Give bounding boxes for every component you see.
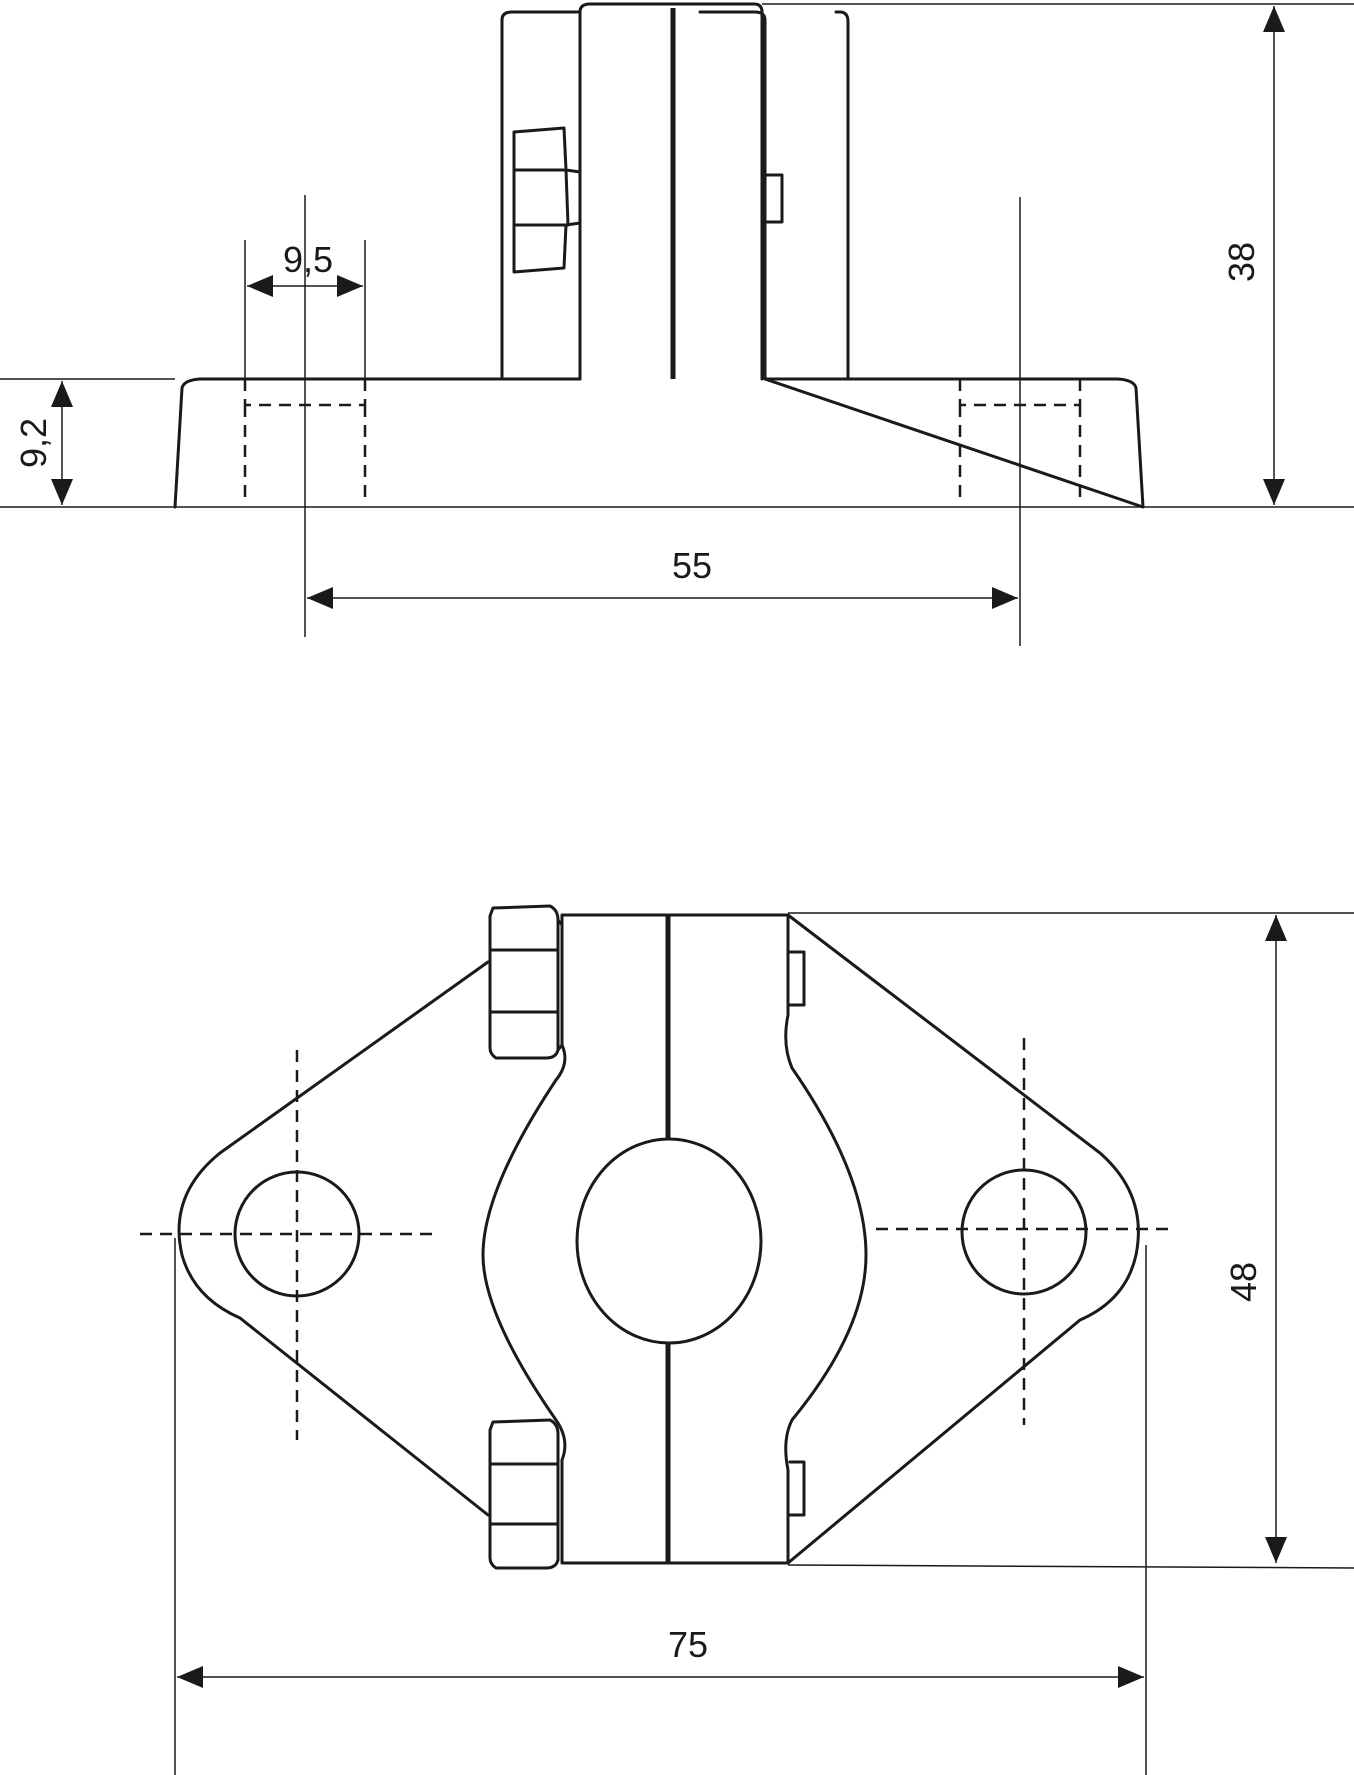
dim-hole-diameter: 9,5 [247,239,363,297]
base-flange [173,377,1145,509]
top-view: 48 75 [140,904,1354,1775]
dim-hole-spacing-label: 55 [672,545,712,586]
dim-width-top-label: 48 [1223,1262,1264,1302]
key-top-lower [788,1460,806,1517]
dim-hole-spacing: 55 [307,545,1018,609]
dim-length-top: 75 [177,1624,1144,1688]
dim-total-height-label: 38 [1221,242,1262,282]
clamp-block [578,2,764,381]
dim-hole-diameter-label: 9,5 [283,239,333,280]
dim-total-height: 38 [1221,6,1285,505]
dim-base-height: 9,2 [13,381,73,505]
diamond-flange [177,913,1140,1565]
central-bore [575,1137,763,1345]
bolt-shank-side [564,168,582,227]
bolt-top-upper [488,904,564,1060]
bolt-top-lower [488,1418,560,1570]
dim-base-height-label: 9,2 [13,418,54,468]
dim-length-top-label: 75 [668,1624,708,1665]
bolt-head-side [512,126,570,274]
side-view: 9,5 9,2 38 55 [0,2,1354,646]
key-top-upper [788,950,806,1007]
clamp-body-top [481,913,868,1565]
key-side [763,173,784,224]
centerlines [140,1038,1175,1440]
dim-width-top: 48 [1223,915,1287,1563]
